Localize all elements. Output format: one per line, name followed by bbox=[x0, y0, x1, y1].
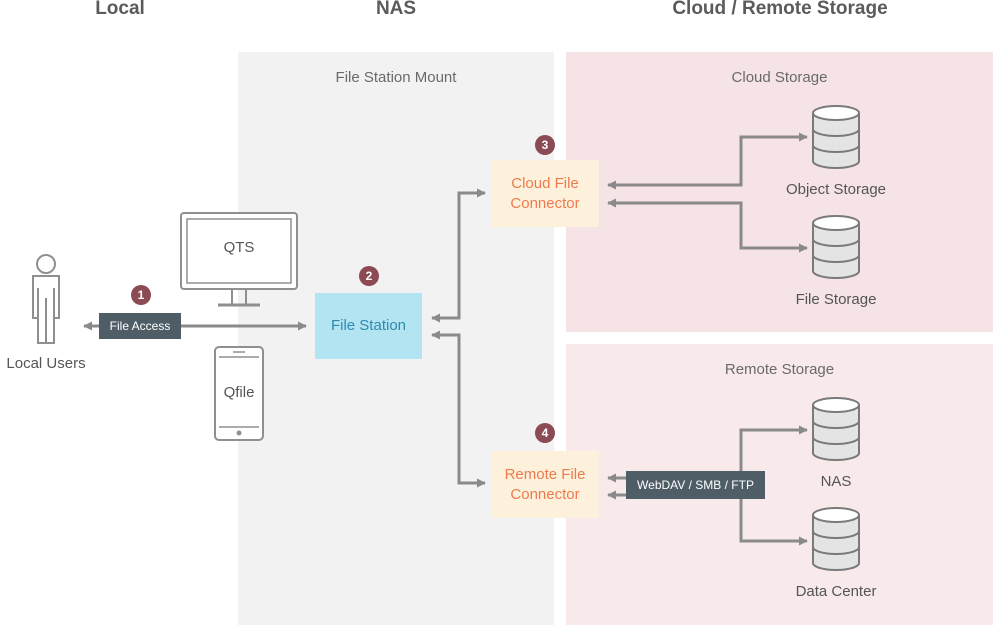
file-access-tag: File Access bbox=[99, 313, 181, 339]
database-icon-data-center bbox=[812, 507, 860, 571]
database-icon-nas bbox=[812, 397, 860, 461]
qfile-label: Qfile bbox=[223, 384, 255, 401]
arrow-fs-to-remote-connector bbox=[431, 330, 486, 488]
cloud-connector-line2: Connector bbox=[510, 194, 580, 212]
arrow-data-center-to-remote-connector bbox=[607, 490, 808, 546]
step-badge-1: 1 bbox=[131, 285, 151, 305]
column-title-local: Local bbox=[95, 0, 145, 19]
arrow-object-storage-to-cloud-connector bbox=[607, 132, 808, 190]
file-station-mount-label: File Station Mount bbox=[335, 69, 457, 86]
step-badge-4: 4 bbox=[535, 423, 555, 443]
column-title-nas: NAS bbox=[375, 0, 417, 19]
cloud-storage-label: Cloud Storage bbox=[731, 69, 828, 86]
person-icon bbox=[32, 254, 60, 344]
remote-connector-line2: Connector bbox=[510, 485, 580, 503]
protocols-tag: WebDAV / SMB / FTP bbox=[626, 471, 765, 499]
cloud-connector-line1: Cloud File bbox=[511, 174, 579, 192]
local-users-label: Local Users bbox=[6, 355, 86, 372]
database-icon-file-storage bbox=[812, 215, 860, 279]
cloud-storage-region: Cloud Storage bbox=[566, 52, 993, 332]
phone-icon bbox=[214, 346, 264, 441]
data-center-label: Data Center bbox=[795, 583, 877, 600]
remote-storage-label: Remote Storage bbox=[724, 361, 835, 378]
qts-label: QTS bbox=[223, 239, 255, 256]
file-storage-label: File Storage bbox=[795, 291, 877, 308]
file-station-label: File Station bbox=[330, 317, 407, 334]
column-title-cloud-remote: Cloud / Remote Storage bbox=[672, 0, 888, 19]
cloud-file-connector-box: Cloud File Connector bbox=[491, 160, 599, 227]
file-station-box: File Station bbox=[315, 293, 422, 359]
database-icon-object-storage bbox=[812, 105, 860, 169]
step-badge-3: 3 bbox=[535, 135, 555, 155]
arrow-file-storage-to-cloud-connector bbox=[607, 198, 808, 253]
nas-storage-label: NAS bbox=[820, 473, 852, 490]
monitor-icon bbox=[180, 212, 298, 307]
step-badge-2: 2 bbox=[359, 266, 379, 286]
remote-connector-line1: Remote File bbox=[504, 465, 586, 483]
remote-file-connector-box: Remote File Connector bbox=[491, 451, 599, 518]
object-storage-label: Object Storage bbox=[785, 181, 887, 198]
arrow-fs-to-cloud-connector bbox=[431, 188, 486, 323]
